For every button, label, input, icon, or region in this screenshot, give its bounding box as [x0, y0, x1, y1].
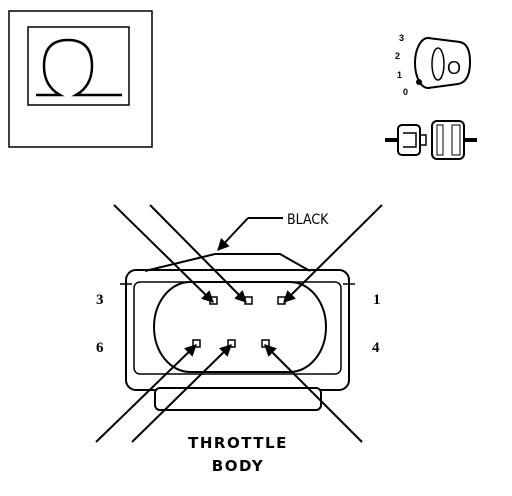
pin-label-3: 3	[96, 292, 104, 308]
probe-line-pin3	[113, 204, 214, 303]
connector-plug-icon	[385, 120, 477, 160]
pin-label-6: 6	[96, 340, 104, 356]
probe-line-pin6	[95, 344, 197, 443]
probe-line-pin1	[283, 204, 383, 303]
key-pos-2: 2	[395, 51, 400, 61]
key-pos-1: 1	[397, 70, 402, 80]
pin-cavity-1	[277, 296, 286, 305]
connector-face	[120, 253, 355, 411]
ignition-key-icon: 3 2 1 0 O	[395, 33, 472, 97]
pin-label-4: 4	[372, 340, 380, 356]
probe-lines	[95, 204, 383, 443]
connector-color-label: BLACK	[287, 212, 329, 228]
pin-cavity-2	[244, 296, 253, 305]
probe-line-pin5	[131, 344, 232, 443]
ohmmeter-icon	[8, 10, 153, 148]
key-pos-3: 3	[399, 33, 404, 43]
key-label: O	[447, 58, 461, 78]
black-leader-arrow	[217, 217, 249, 251]
key-pos-0: 0	[403, 87, 408, 97]
omega-glyph	[36, 38, 122, 97]
probe-line-pin4	[264, 344, 363, 443]
component-name-line2: BODY	[212, 457, 264, 475]
probe-line-pin2	[149, 204, 247, 303]
component-name-line1: THROTTLE	[188, 434, 288, 452]
pin-label-1: 1	[373, 292, 381, 308]
